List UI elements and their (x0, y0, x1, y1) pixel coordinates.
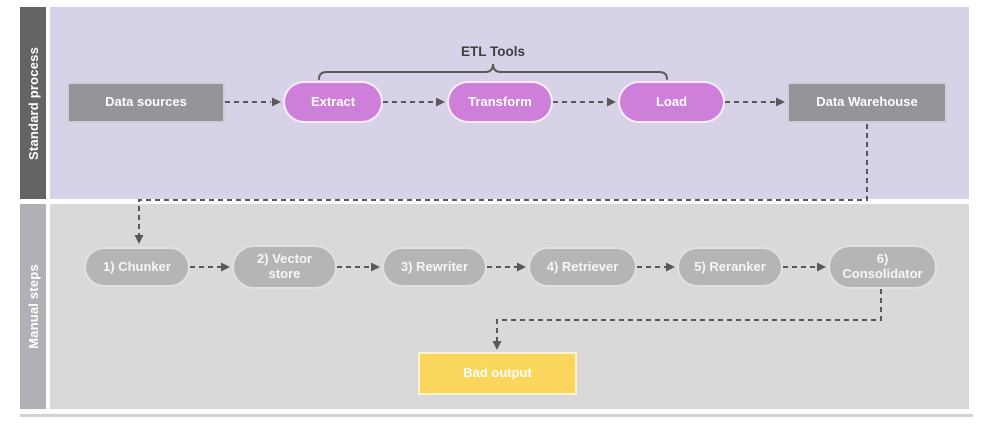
node-vector-store: 2) Vector store (232, 245, 337, 289)
edge-consolidator-badoutput (496, 289, 882, 341)
etl-tools-label: ETL Tools (461, 44, 525, 59)
node-data-sources: Data sources (67, 82, 225, 123)
node-rewriter: 3) Rewriter (382, 247, 487, 287)
node-data-warehouse: Data Warehouse (787, 82, 947, 123)
node-reranker: 5) Reranker (677, 247, 783, 287)
arrowhead-vectorstore (221, 262, 230, 272)
arrowhead-retriever (517, 262, 526, 272)
node-extract: Extract (283, 81, 383, 123)
lane-label-bar-manual: Manual steps (20, 204, 46, 409)
etl-bracket (318, 63, 668, 80)
arrowhead-reranker (666, 262, 675, 272)
arrowhead-transform (436, 97, 445, 107)
node-retriever: 4) Retriever (528, 247, 637, 287)
arrowhead-chunker (134, 235, 144, 244)
node-transform: Transform (447, 81, 553, 123)
arrowhead-load (607, 97, 616, 107)
arrowhead-badoutput (492, 341, 502, 350)
node-chunker: 1) Chunker (84, 247, 190, 287)
arrowhead-consolidator (817, 262, 826, 272)
arrowhead-extract (272, 97, 281, 107)
arrowhead-warehouse (776, 97, 785, 107)
edge-warehouse-chunker (138, 124, 868, 235)
node-consolidator: 6) Consolidator (828, 245, 937, 289)
node-load: Load (618, 81, 725, 123)
arrowhead-rewriter (371, 262, 380, 272)
lane-label-bar-standard: Standard process (20, 7, 46, 199)
node-bad-output: Bad output (418, 352, 577, 395)
bottom-divider-line (20, 414, 973, 417)
